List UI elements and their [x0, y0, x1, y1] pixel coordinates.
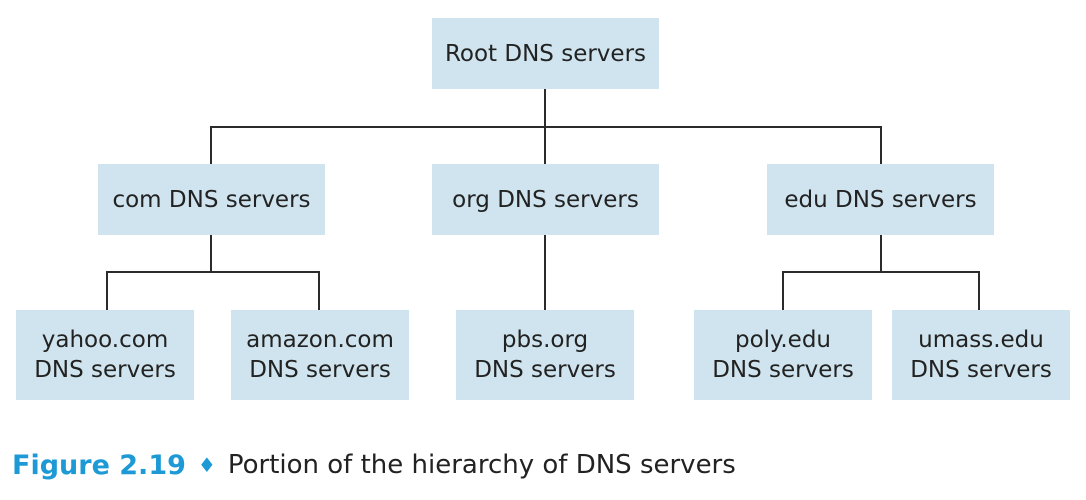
connector-edu-bar [782, 271, 980, 273]
yahoo-dns-servers-node: yahoo.com DNS servers [16, 310, 194, 400]
connector-root-bar [210, 126, 882, 128]
connector-to-com [210, 126, 212, 164]
connector-to-yahoo [106, 271, 108, 310]
org-dns-servers-node: org DNS servers [432, 164, 659, 235]
figure-number: Figure 2.19 [12, 449, 186, 481]
node-label: Root DNS servers [444, 40, 647, 67]
node-label-line2: DNS servers [34, 357, 176, 383]
node-label: org DNS servers [452, 186, 639, 213]
node-label-line1: yahoo.com [41, 327, 169, 353]
node-label-line1: amazon.com [246, 327, 394, 353]
connector-to-poly [782, 271, 784, 310]
caption-text: Portion of the hierarchy of DNS servers [227, 450, 736, 480]
node-label: edu DNS servers [784, 186, 977, 213]
connector-root-down [544, 89, 546, 127]
connector-edu-down [880, 235, 882, 272]
umass-dns-servers-node: umass.edu DNS servers [892, 310, 1070, 400]
connector-to-edu [880, 126, 882, 164]
node-label-line1: umass.edu [918, 327, 1044, 353]
com-dns-servers-node: com DNS servers [98, 164, 325, 235]
connector-to-amazon [318, 271, 320, 310]
pbs-dns-servers-node: pbs.org DNS servers [456, 310, 634, 400]
connector-com-bar [106, 271, 320, 273]
connector-to-umass [978, 271, 980, 310]
poly-dns-servers-node: poly.edu DNS servers [694, 310, 872, 400]
connector-to-org [544, 126, 546, 164]
node-label-line2: DNS servers [249, 357, 391, 383]
node-label: com DNS servers [112, 186, 311, 213]
node-label-line2: DNS servers [910, 357, 1052, 383]
amazon-dns-servers-node: amazon.com DNS servers [231, 310, 409, 400]
connector-com-down [210, 235, 212, 272]
connector-to-pbs [544, 235, 546, 310]
figure-caption: Figure 2.19 ♦ Portion of the hierarchy o… [12, 445, 736, 485]
diamond-separator-icon: ♦ [197, 453, 216, 477]
node-label-line1: poly.edu [734, 327, 832, 353]
node-label-line1: pbs.org [501, 327, 589, 353]
root-dns-servers-node: Root DNS servers [432, 18, 659, 89]
edu-dns-servers-node: edu DNS servers [767, 164, 994, 235]
node-label-line2: DNS servers [712, 357, 854, 383]
node-label-line2: DNS servers [474, 357, 616, 383]
